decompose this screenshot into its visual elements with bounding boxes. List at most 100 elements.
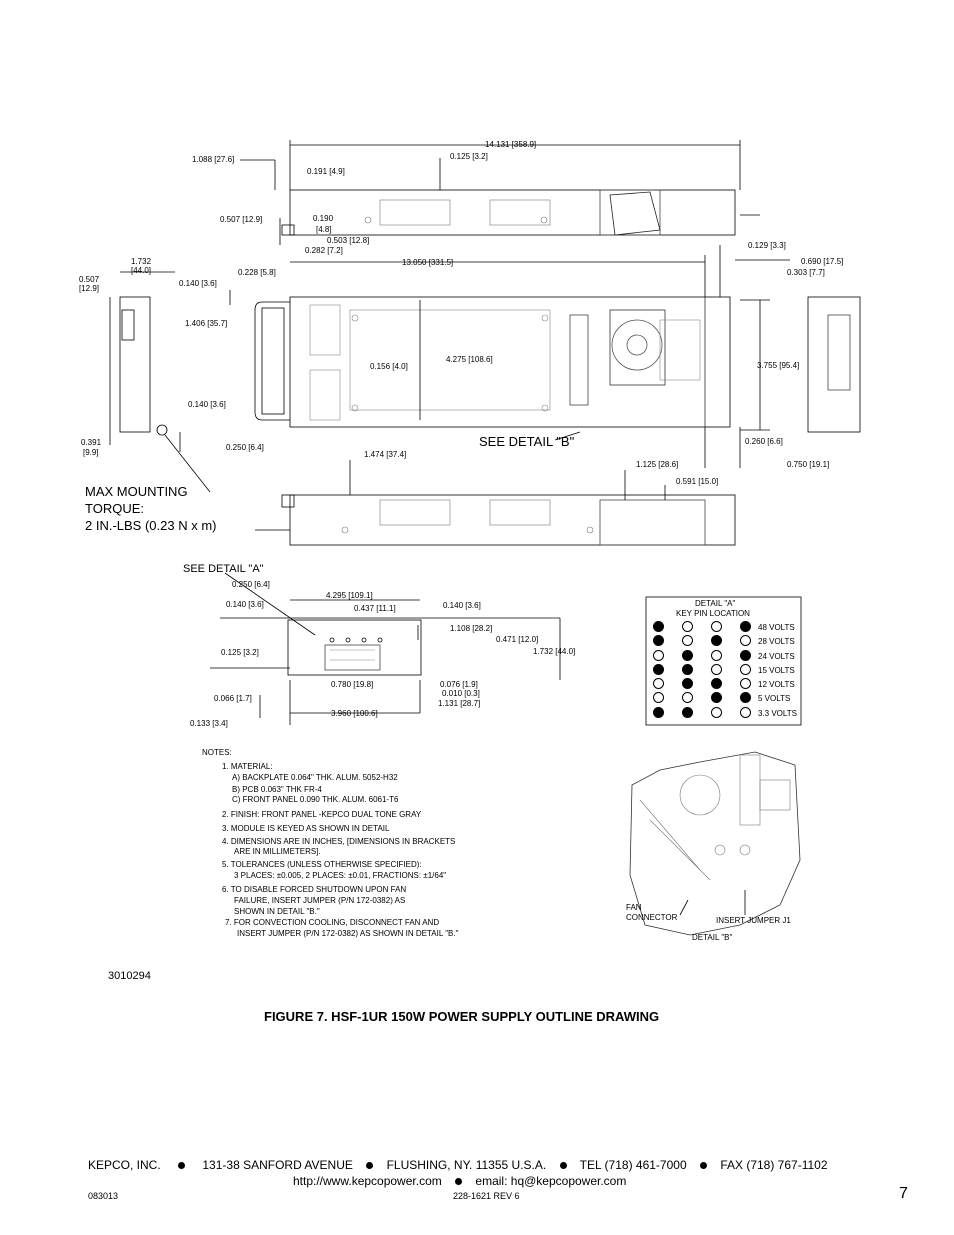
key-pin-filled-icon: [653, 621, 664, 632]
dim-1-088: 1.088 [27.6]: [192, 155, 235, 164]
dim-0-066: 0.066 [1.7]: [214, 694, 252, 703]
key-pin-filled-icon: [682, 663, 693, 675]
footer-city: FLUSHING, NY. 11355 U.S.A.: [386, 1158, 547, 1172]
key-pin-empty-icon: [653, 649, 664, 661]
dim-1-732-mm: [44.0]: [131, 266, 152, 275]
dim-0-156: 0.156 [4.0]: [370, 362, 408, 371]
note-6c: SHOWN IN DETAIL "B.": [234, 907, 320, 916]
dim-0-250-a: 0.250 [6.4]: [226, 443, 264, 452]
dim-14-131: 14.131 [358.9]: [485, 140, 537, 149]
note-7b: INSERT JUMPER (P/N 172-0382) AS SHOWN IN…: [237, 929, 459, 938]
dim-1-732-c: 1.732 [44.0]: [533, 647, 576, 656]
key-pin-row: 3.3 VOLTS: [650, 706, 800, 721]
dim-0-750: 0.750 [19.1]: [787, 460, 830, 469]
dim-0-140-c: 0.140 [3.6]: [226, 600, 264, 609]
dim-0-125: 0.125 [3.2]: [450, 152, 488, 161]
key-pin-empty-icon: [653, 692, 664, 704]
dim-0-690: 0.690 [17.5]: [801, 257, 844, 266]
key-pin-voltage-label: 3.3 VOLTS: [758, 708, 797, 718]
key-pin-voltage-label: 15 VOLTS: [758, 665, 795, 675]
key-pin-filled-icon: [711, 692, 722, 704]
bullet-icon: [366, 1162, 374, 1169]
dim-1-131: 1.131 [28.7]: [438, 699, 481, 708]
key-pin-empty-icon: [740, 678, 751, 690]
bullet-icon: [559, 1162, 567, 1169]
key-pin-voltage-label: 24 VOLTS: [758, 651, 795, 661]
key-pin-empty-icon: [682, 692, 693, 704]
dim-13-050: 13.050 [331.5]: [402, 258, 454, 267]
dim-0-780: 0.780 [19.8]: [331, 680, 374, 689]
key-pin-filled-icon: [682, 706, 693, 718]
dim-4-275: 4.275 [108.6]: [446, 355, 493, 364]
dim-0-507: 0.507: [79, 275, 100, 284]
key-pin-filled-icon: [653, 706, 664, 718]
key-pin-row: 24 VOLTS: [650, 649, 800, 664]
doc-number: 228-1621 REV 6: [453, 1191, 520, 1201]
key-pin-empty-icon: [711, 649, 722, 661]
key-pin-row: 5 VOLTS: [650, 692, 800, 706]
key-pin-row: 48 VOLTS: [650, 621, 800, 635]
torque-label-1: MAX MOUNTING: [85, 484, 188, 499]
key-pin-empty-icon: [740, 663, 751, 675]
dim-0-076: 0.076 [1.9]: [440, 680, 478, 689]
dim-1-108: 1.108 [28.2]: [450, 624, 493, 633]
footer-web-link[interactable]: http://www.kepcopower.com: [293, 1174, 442, 1188]
key-pin-filled-icon: [740, 692, 751, 704]
see-detail-a-label: SEE DETAIL "A": [183, 563, 264, 575]
bullet-icon: [455, 1178, 463, 1185]
note-4b: ARE IN MILLIMETERS].: [234, 847, 321, 856]
key-pin-row: 12 VOLTS: [650, 678, 800, 692]
note-6a: 6. TO DISABLE FORCED SHUTDOWN UPON FAN: [222, 885, 407, 894]
key-pin-empty-icon: [711, 663, 722, 675]
key-table-title: DETAIL "A": [695, 599, 736, 608]
footer-email-link[interactable]: email: hq@kepcopower.com: [475, 1174, 627, 1188]
dim-0-133: 0.133 [3.4]: [190, 719, 228, 728]
key-pin-table: 48 VOLTS 28 VOLTS 24 VOLTS 15 VOLTS 12 VOLTS…: [650, 621, 800, 721]
key-pin-empty-icon: [740, 706, 751, 718]
dim-3-960: 3.960 [100.6]: [331, 709, 378, 718]
key-pin-empty-icon: [682, 635, 693, 647]
key-pin-empty-icon: [653, 678, 664, 690]
detail-b-label: DETAIL "B": [692, 933, 733, 942]
dim-3-755: 3.755 [95.4]: [757, 361, 800, 370]
dim-0-507-top: 0.507 [12.9]: [220, 215, 263, 224]
key-pin-filled-icon: [711, 678, 722, 690]
key-pin-voltage-label: 48 VOLTS: [758, 623, 795, 632]
note-1b: B) PCB 0.063" THK FR-4: [232, 785, 322, 794]
dim-0-503: 0.503 [12.8]: [327, 236, 370, 245]
key-pin-filled-icon: [682, 649, 693, 661]
figure-caption: FIGURE 7. HSF-1UR 150W POWER SUPPLY OUTL…: [264, 1009, 660, 1024]
dim-0-125-b: 0.125 [3.2]: [221, 648, 259, 657]
key-pin-voltage-label: 5 VOLTS: [758, 694, 791, 704]
drawing-number: 3010294: [108, 970, 151, 982]
torque-label-3: 2 IN.-LBS (0.23 N x m): [85, 518, 217, 533]
dim-0-140-a: 0.140 [3.6]: [179, 279, 217, 288]
note-6b: FAILURE, INSERT JUMPER (P/N 172-0382) AS: [234, 896, 406, 905]
see-detail-b-label: SEE DETAIL "B": [479, 434, 575, 449]
footer-line-1: KEPCO, INC. 131-38 SANFORD AVENUE FLUSHI…: [88, 1158, 828, 1172]
key-pin-filled-icon: [740, 649, 751, 661]
dim-1-732: 1.732: [131, 257, 152, 266]
dim-0-129: 0.129 [3.3]: [748, 241, 786, 250]
dim-0-591: 0.591 [15.0]: [676, 477, 719, 486]
note-1a: A) BACKPLATE 0.064" THK. ALUM. 5052-H32: [232, 773, 398, 782]
note-4a: 4. DIMENSIONS ARE IN INCHES, [DIMENSIONS…: [222, 837, 456, 846]
footer-company: KEPCO, INC.: [88, 1158, 161, 1172]
key-pin-filled-icon: [682, 678, 693, 690]
key-pin-row: 15 VOLTS: [650, 663, 800, 678]
page-number: 7: [899, 1185, 908, 1202]
insert-jumper-label: INSERT JUMPER J1: [716, 916, 791, 925]
note-3: 3. MODULE IS KEYED AS SHOWN IN DETAIL: [222, 824, 390, 833]
dim-0-507-mm: [12.9]: [79, 284, 100, 293]
key-pin-empty-icon: [740, 635, 751, 647]
key-pin-filled-icon: [711, 635, 722, 647]
dim-0-303: 0.303 [7.7]: [787, 268, 825, 277]
dim-0-437: 0.437 [11.1]: [354, 604, 396, 613]
dim-0-282: 0.282 [7.2]: [305, 246, 343, 255]
dim-0-140-b: 0.140 [3.6]: [188, 400, 226, 409]
footer-fax: FAX (718) 767-1102: [720, 1158, 828, 1172]
dim-0-250-b: 0.250 [6.4]: [232, 580, 270, 589]
key-pin-voltage-label: 28 VOLTS: [758, 637, 795, 647]
bullet-icon: [699, 1162, 707, 1169]
